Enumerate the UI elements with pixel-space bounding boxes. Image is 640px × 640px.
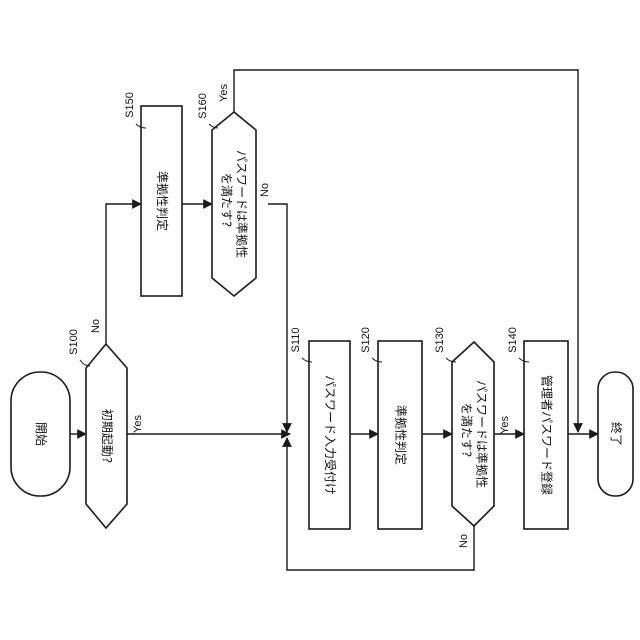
s100-decision: 初期起動? xyxy=(86,344,127,528)
s160-decision: パスワードは準拠性 を満たす? xyxy=(212,112,256,296)
s140-step-id: S140 xyxy=(507,327,519,353)
s100-no-label: No xyxy=(90,319,102,333)
end-node: 終了 xyxy=(598,372,633,496)
s160-yes-label: Yes xyxy=(218,84,230,102)
s110-label: パスワード入力受付け xyxy=(323,375,337,495)
s100-label: 初期起動? xyxy=(100,409,114,463)
s100-yes-label: Yes xyxy=(132,415,144,433)
s110-step-id: S110 xyxy=(290,328,302,353)
start-label: 開始 xyxy=(34,422,48,446)
s160-label-line2: を満たす? xyxy=(220,173,234,227)
edge-s160-no xyxy=(268,204,287,432)
s130-label-line2: を満たす? xyxy=(460,403,474,457)
s120-step-id: S120 xyxy=(360,327,372,353)
s130-no-label: No xyxy=(458,534,470,548)
s120-label: 準拠性判定 xyxy=(394,405,409,465)
s140-process: 管理者パスワード登録 xyxy=(524,341,568,529)
s110-process: パスワード入力受付け xyxy=(309,341,350,529)
s130-step-id: S130 xyxy=(434,327,446,353)
step-ids: S100 S150 S160 S110 S120 S130 S140 xyxy=(68,92,529,366)
s160-step-id: S160 xyxy=(197,93,209,119)
s120-process: 準拠性判定 xyxy=(378,341,422,529)
edge-s100-no xyxy=(106,204,141,344)
end-label: 終了 xyxy=(609,422,624,446)
s130-label-line1: パスワードは準拠性 xyxy=(475,380,490,488)
s150-process: 準拠性判定 xyxy=(141,106,182,296)
s160-no-label: No xyxy=(259,183,271,197)
s140-label: 管理者パスワード登録 xyxy=(540,375,555,495)
s130-yes-label: Yes xyxy=(499,416,511,434)
s150-label: 準拠性判定 xyxy=(155,171,170,231)
s100-step-id: S100 xyxy=(68,329,80,355)
s150-step-id: S150 xyxy=(124,92,136,118)
start-node: 開始 xyxy=(11,372,70,496)
s160-label-line1: パスワードは準拠性 xyxy=(235,150,250,258)
s130-decision: パスワードは準拠性 を満たす? xyxy=(452,342,494,526)
